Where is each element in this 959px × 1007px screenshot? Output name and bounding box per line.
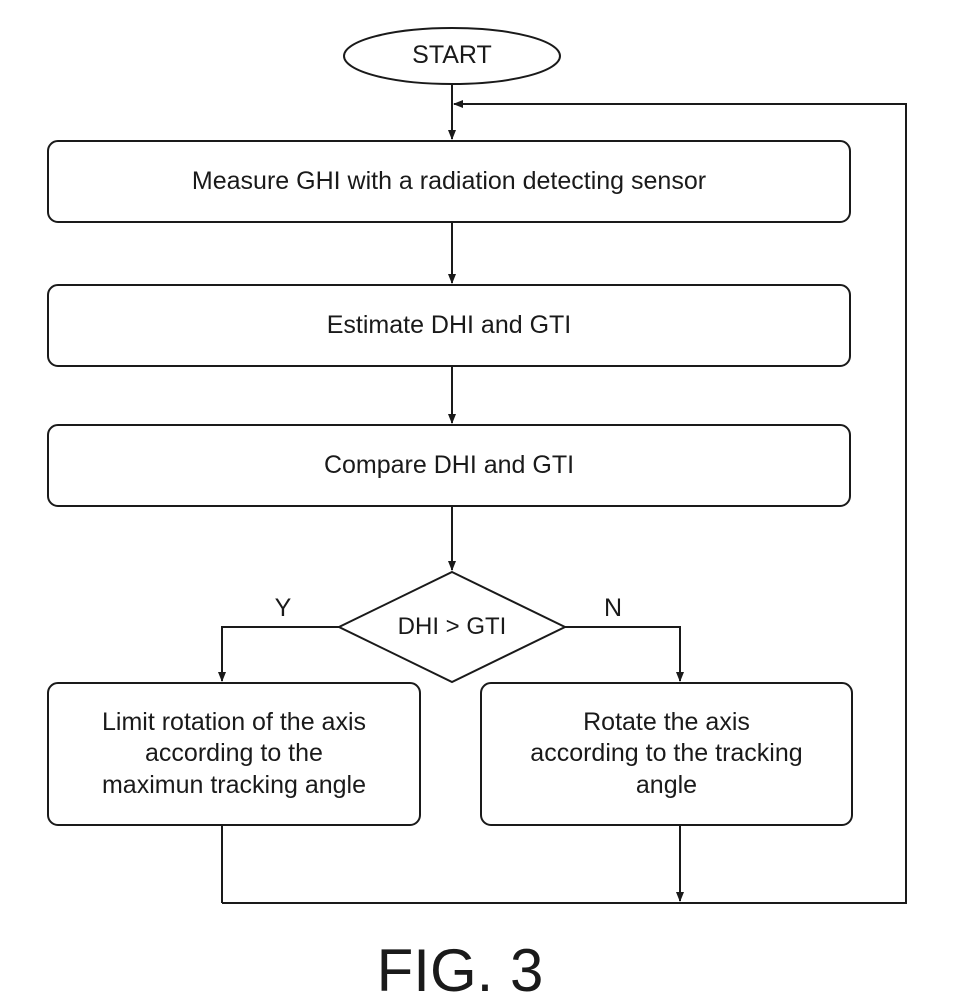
figure-caption: FIG. 3 [330, 935, 590, 1005]
arrow-yes-branch [222, 627, 339, 681]
no-branch-label: N [598, 592, 628, 626]
arrow-no-branch [565, 627, 680, 681]
compare-step-label: Compare DHI and GTI [48, 425, 850, 506]
limit-step-label: Limit rotation of the axis according to … [48, 683, 420, 825]
measure-step-label: Measure GHI with a radiation detecting s… [48, 141, 850, 222]
estimate-step-label: Estimate DHI and GTI [48, 285, 850, 366]
start-label: START [344, 32, 560, 80]
yes-branch-label: Y [268, 592, 298, 626]
decision-label: DHI > GTI [360, 604, 544, 650]
rotate-step-label: Rotate the axis according to the trackin… [481, 683, 852, 825]
